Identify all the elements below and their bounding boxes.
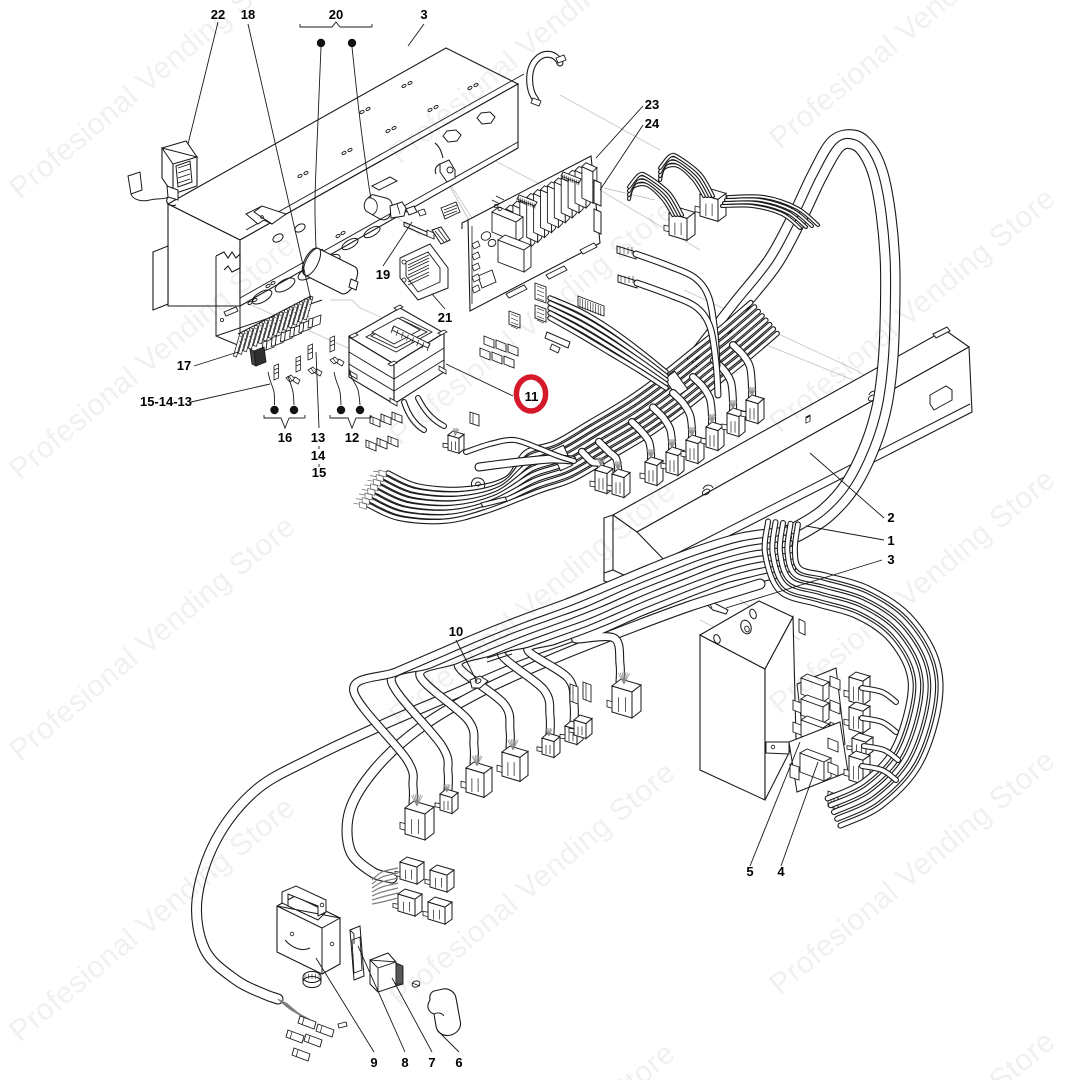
svg-text:4: 4 — [777, 864, 785, 879]
svg-text:2: 2 — [887, 510, 894, 525]
svg-text:16: 16 — [278, 430, 292, 445]
svg-text:10: 10 — [449, 624, 463, 639]
svg-text:11: 11 — [525, 389, 539, 404]
svg-text:3: 3 — [420, 7, 427, 22]
svg-text:21: 21 — [438, 310, 452, 325]
svg-text:20: 20 — [329, 7, 343, 22]
svg-text:15: 15 — [312, 465, 326, 480]
svg-text:7: 7 — [428, 1055, 435, 1070]
svg-text:22: 22 — [211, 7, 225, 22]
svg-text:8: 8 — [401, 1055, 408, 1070]
svg-text:12: 12 — [345, 430, 359, 445]
svg-text:17: 17 — [177, 358, 191, 373]
svg-text:23: 23 — [645, 97, 659, 112]
svg-text:6: 6 — [455, 1055, 462, 1070]
svg-text:5: 5 — [746, 864, 753, 879]
svg-text:3: 3 — [887, 552, 894, 567]
svg-text:13: 13 — [311, 430, 325, 445]
svg-text:1: 1 — [887, 533, 894, 548]
svg-text:19: 19 — [376, 267, 390, 282]
svg-text:15-14-13: 15-14-13 — [140, 394, 192, 409]
svg-text:14: 14 — [311, 448, 326, 463]
svg-text:18: 18 — [241, 7, 255, 22]
svg-text:9: 9 — [370, 1055, 377, 1070]
svg-text:24: 24 — [645, 116, 660, 131]
